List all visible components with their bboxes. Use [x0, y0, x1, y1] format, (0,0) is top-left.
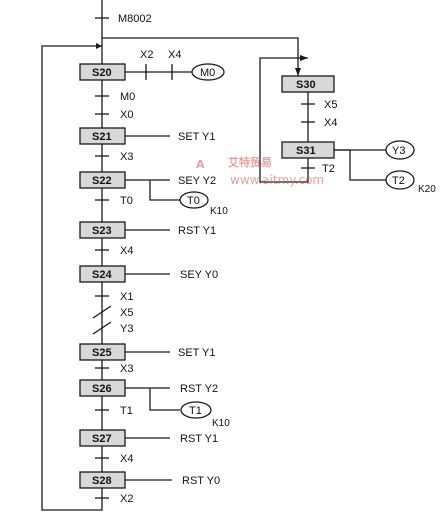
step-label-s25: S25 [92, 347, 112, 359]
coil-label-t1: T1 [189, 405, 202, 417]
action-label-s24: SEY Y0 [180, 269, 218, 281]
branch-right-arrow [295, 68, 301, 76]
coil-param-t1: K10 [212, 418, 230, 429]
trans-label-x1: X1 [120, 291, 133, 303]
action-label-s25: SET Y1 [178, 347, 216, 359]
coil-label-m0: M0 [200, 67, 215, 79]
contact-label-x4: X4 [168, 49, 181, 61]
coil-param-t0: K10 [210, 206, 228, 217]
trans-label-y3: Y3 [120, 323, 133, 335]
coil-label-t0: T0 [187, 195, 200, 207]
step-label-s27: S27 [92, 433, 112, 445]
action-label-s28: RST Y0 [182, 475, 220, 487]
watermark-url: www.aitmy.com [230, 173, 324, 187]
m8002-label: M8002 [118, 13, 152, 25]
coil-t0 [179, 191, 209, 209]
watermark-logo: A [196, 158, 205, 171]
step-label-s23: S23 [92, 225, 112, 237]
contact-label-x2: X2 [140, 49, 153, 61]
trans-label-x4r: X4 [324, 117, 337, 129]
coil-y3 [385, 140, 415, 160]
tick-y3-nc [92, 321, 112, 335]
coil-t1 [180, 401, 212, 419]
tick-x5-nc [92, 305, 112, 319]
watermark-cn: 艾特贸易 [228, 155, 272, 169]
right-return-arrow [300, 55, 308, 61]
step-label-s20: S20 [92, 67, 112, 79]
step-label-s28: S28 [92, 475, 112, 487]
action-label-s21: SET Y1 [178, 131, 216, 143]
trans-label-x5: X5 [120, 307, 133, 319]
step-label-s31: S31 [296, 145, 316, 157]
trans-label-x2: X2 [120, 493, 133, 505]
trans-label-x0: X0 [120, 109, 133, 121]
coil-label-y3: Y3 [392, 145, 405, 157]
trans-label-x3b: X3 [120, 363, 133, 375]
coil-m0 [191, 63, 225, 81]
trans-label-x5r: X5 [324, 99, 337, 111]
coil-param-t2: K20 [418, 184, 436, 195]
step-label-s21: S21 [92, 131, 112, 143]
trans-label-x4a: X4 [120, 245, 133, 257]
coil-t2 [385, 170, 415, 190]
s31-timer-line [334, 149, 386, 181]
action-label-s23: RST Y1 [178, 225, 216, 237]
trans-label-x4b: X4 [120, 453, 133, 465]
branch-right-line [102, 37, 299, 76]
trans-label-t2: T2 [322, 163, 335, 175]
return-arrow [96, 43, 102, 49]
trans-label-t1: T1 [120, 405, 133, 417]
trans-label-x3a: X3 [120, 151, 133, 163]
step-label-s22: S22 [92, 175, 112, 187]
s26-timer-line [149, 388, 180, 411]
return-loop-line [41, 45, 103, 511]
action-label-s27: RST Y1 [180, 433, 218, 445]
action-label-s26: RST Y2 [180, 383, 218, 395]
trans-label-m0: M0 [120, 91, 135, 103]
step-label-s24: S24 [92, 269, 112, 281]
coil-label-t2: T2 [392, 175, 405, 187]
step-label-s26: S26 [92, 383, 112, 395]
step-label-s30: S30 [296, 79, 316, 91]
action-label-s22: SEY Y2 [178, 175, 216, 187]
right-return-line [259, 57, 309, 183]
trans-label-t0: T0 [120, 195, 133, 207]
s22-timer-line [149, 180, 180, 201]
